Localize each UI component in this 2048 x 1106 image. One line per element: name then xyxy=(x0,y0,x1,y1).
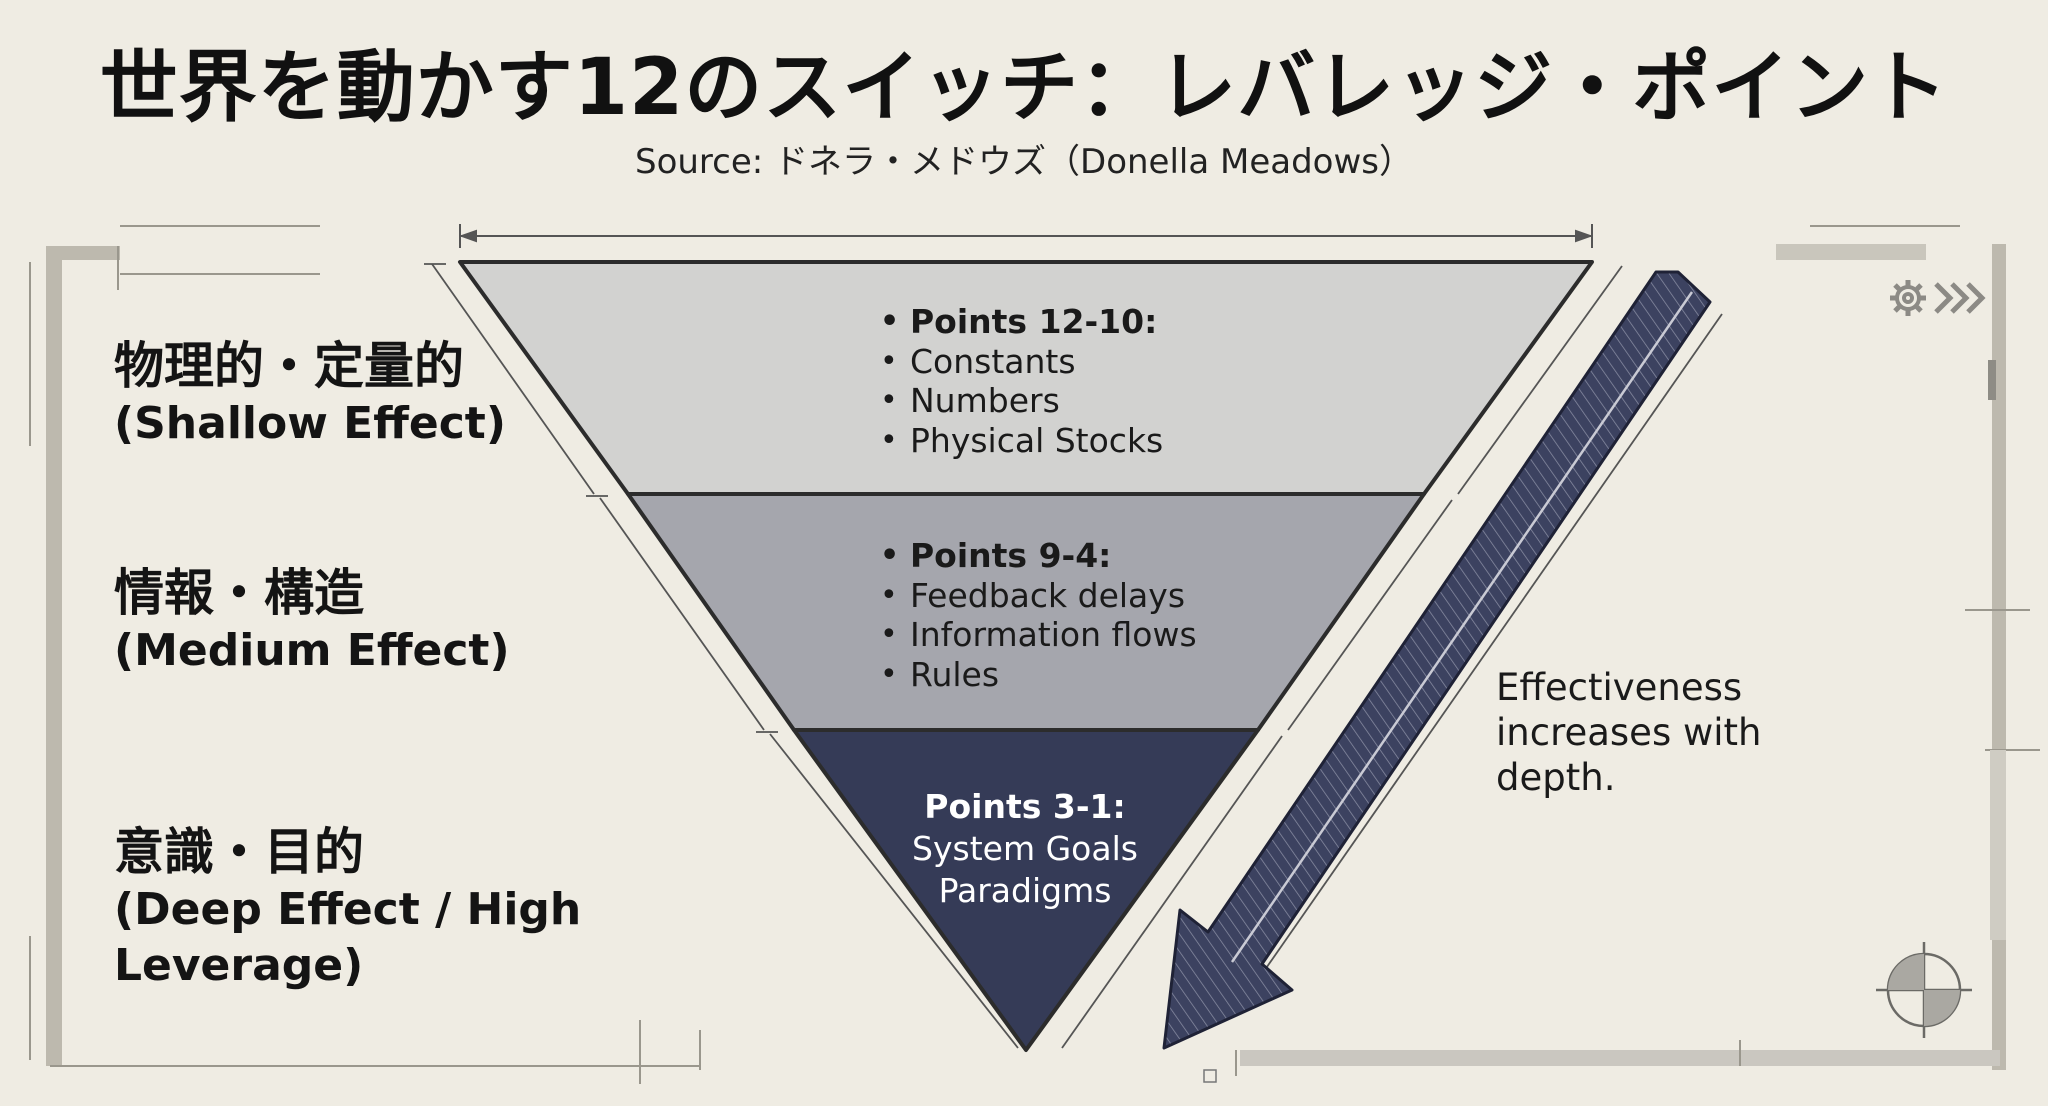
pyramid-band-deep xyxy=(792,728,1260,1052)
deep-points-list: Points 3-1: System Goals Paradigms xyxy=(870,786,1180,912)
list-item: Information flows xyxy=(880,615,1197,655)
width-dimension-line xyxy=(459,224,1593,248)
left-frame xyxy=(29,225,701,1084)
list-item: Rules xyxy=(880,655,1197,695)
shallow-points-list: Points 12-10: Constants Numbers Physical… xyxy=(880,302,1163,460)
list-item: Constants xyxy=(880,342,1163,382)
level-label-en: (Shallow Effect) xyxy=(114,398,506,449)
effectiveness-note: Effectiveness increases with depth. xyxy=(1496,666,1762,799)
right-frame xyxy=(1203,225,2040,1083)
depth-arrow-icon xyxy=(1162,270,1712,1050)
list-item: Physical Stocks xyxy=(880,421,1163,461)
page-title: 世界を動かす12のスイッチ：レバレッジ・ポイント xyxy=(99,43,1949,133)
list-heading: Points 12-10: xyxy=(880,302,1163,342)
level-label-deep: 意識・目的 (Deep Effect / High Leverage) xyxy=(114,822,834,994)
level-label-jp: 情報・構造 xyxy=(114,564,364,622)
list-item: Feedback delays xyxy=(880,576,1197,616)
level-label-jp: 物理的・定量的 xyxy=(114,337,464,395)
source-credit: Source: ドネラ・メドウズ（Donella Meadows） xyxy=(634,142,1413,182)
gear-icon xyxy=(1890,280,1926,316)
chevrons-icon xyxy=(1934,282,1986,314)
level-label-en: (Medium Effect) xyxy=(114,625,510,676)
level-label-medium: 情報・構造 (Medium Effect) xyxy=(114,563,834,679)
right-dimension-lines xyxy=(1061,265,1723,1049)
crosshair-icon xyxy=(1876,942,1972,1038)
list-heading: Points 9-4: xyxy=(880,536,1197,576)
list-item: Paradigms xyxy=(938,871,1112,910)
level-label-jp: 意識・目的 xyxy=(114,823,364,881)
list-item: System Goals xyxy=(912,829,1138,868)
medium-points-list: Points 9-4: Feedback delays Information … xyxy=(880,536,1197,694)
list-heading: Points 3-1: xyxy=(924,787,1126,826)
list-item: Numbers xyxy=(880,381,1163,421)
left-dimension-lines xyxy=(424,263,1019,1049)
level-label-shallow: 物理的・定量的 (Shallow Effect) xyxy=(114,336,834,452)
level-label-en: (Deep Effect / High Leverage) xyxy=(114,884,582,991)
